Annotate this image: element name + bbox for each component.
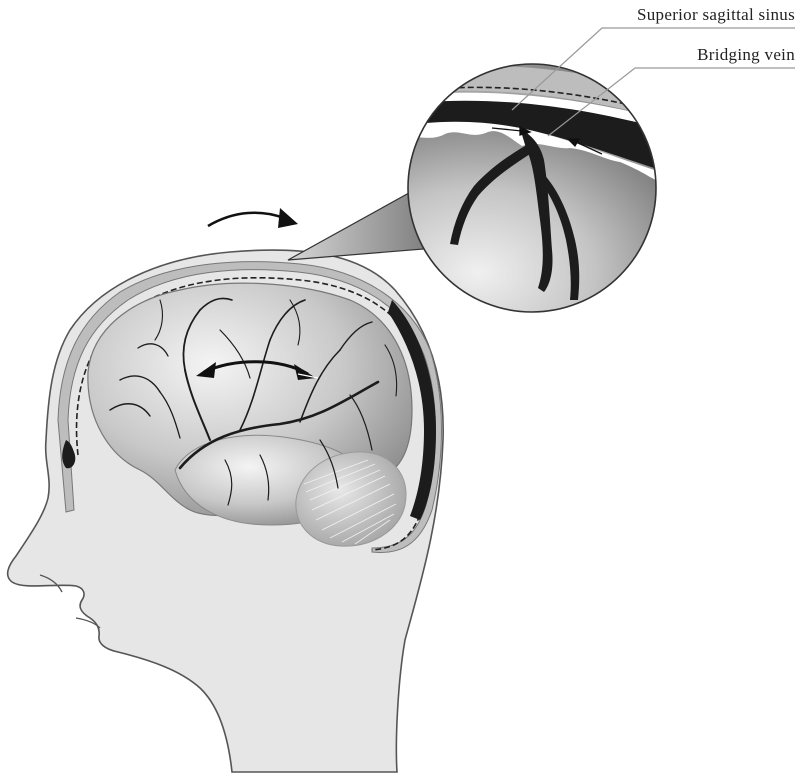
label-superior-sagittal-sinus: Superior sagittal sinus [637,5,795,24]
label-bridging-vein: Bridging vein [697,45,795,64]
inset-magnified-view [400,64,660,320]
curved-arrow-icon [208,208,298,228]
